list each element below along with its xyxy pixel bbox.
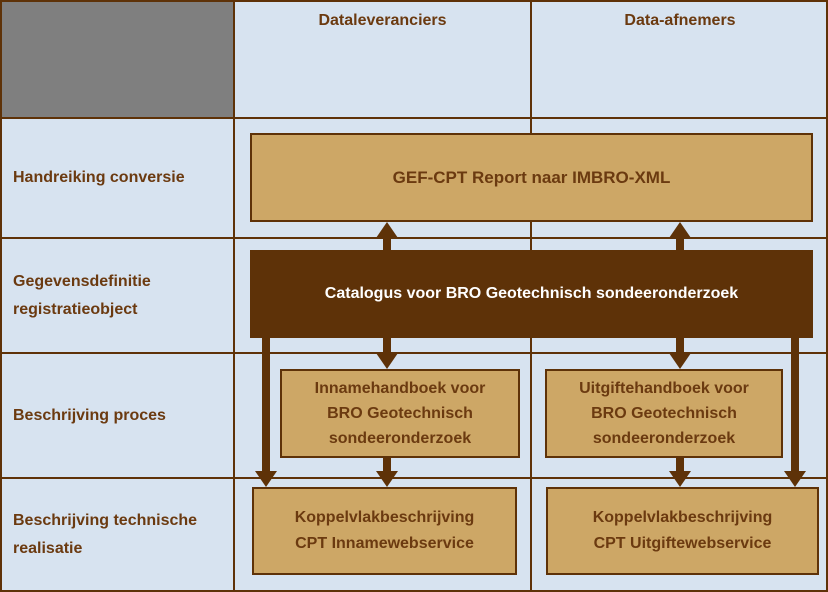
box-label-line: CPT Uitgiftewebservice xyxy=(593,535,772,552)
arrow-catalogus-to-koppelvlak-inname-bypass xyxy=(255,338,277,487)
column-header-dataleveranciers: Dataleveranciers xyxy=(318,12,447,29)
box-catalogus-bro-geotechnisch-sondeeronderzoek: Catalogus voor BRO Geotechnisch sondeero… xyxy=(250,250,813,338)
arrowhead-up-icon xyxy=(669,222,691,238)
box-gef-cpt-report-naar-imbro-xml: GEF-CPT Report naar IMBRO-XML xyxy=(250,133,813,222)
column-header-data-afnemers: Data-afnemers xyxy=(624,12,736,29)
arrow-catalogus-to-koppelvlak-uitgifte-bypass xyxy=(784,338,806,487)
grid-horizontal-divider-2 xyxy=(0,237,828,239)
arrowhead-down-icon xyxy=(376,353,398,369)
arrowhead-down-icon xyxy=(376,471,398,487)
row-header-line: Gegevensdefinitie xyxy=(13,272,151,290)
box-uitgiftehandboek: Uitgiftehandboek voor BRO Geotechnisch s… xyxy=(545,369,783,458)
box-koppelvlakbeschrijving-cpt-uitgiftewebservice: Koppelvlakbeschrijving CPT Uitgiftewebse… xyxy=(546,487,819,575)
arrow-catalogus-to-gef-right xyxy=(669,222,691,250)
arrow-catalogus-to-uitgiftehandboek xyxy=(669,338,691,369)
box-label-line: Innamehandboek voor xyxy=(314,380,486,397)
arrowhead-down-icon xyxy=(784,471,806,487)
arrowhead-down-icon xyxy=(255,471,277,487)
arrow-catalogus-to-innamehandboek xyxy=(376,338,398,369)
row-header-gegevensdefinitie-registratieobject: Gegevensdefinitie registratieobject xyxy=(13,238,225,353)
row-header-handreiking-conversie: Handreiking conversie xyxy=(13,118,225,238)
row-header-line: Beschrijving proces xyxy=(13,406,166,424)
row-header-line: realisatie xyxy=(13,540,83,557)
row-header-line: Handreiking conversie xyxy=(13,169,185,186)
row-header-line: registratieobject xyxy=(13,300,138,318)
arrow-shaft xyxy=(676,458,684,475)
arrow-innamehandboek-to-koppelvlak-inname xyxy=(376,458,398,487)
box-label-line: Koppelvlakbeschrijving xyxy=(294,509,475,526)
arrow-catalogus-to-gef-left xyxy=(376,222,398,250)
box-innamehandboek: Innamehandboek voor BRO Geotechnisch son… xyxy=(280,369,520,458)
box-label-line: CPT Innamewebservice xyxy=(295,535,474,552)
arrow-shaft xyxy=(262,338,270,475)
grid-vertical-divider-1 xyxy=(233,0,235,592)
grid-horizontal-divider-1 xyxy=(0,117,828,119)
row-header-beschrijving-technische-realisatie: Beschrijving technische realisatie xyxy=(13,478,225,592)
box-label: GEF-CPT Report naar IMBRO-XML xyxy=(392,167,671,187)
arrow-shaft xyxy=(383,458,391,475)
box-label-line: Uitgiftehandboek voor xyxy=(579,380,749,397)
box-label-line: Koppelvlakbeschrijving xyxy=(592,509,773,526)
arrow-shaft xyxy=(383,338,391,357)
row-header-line: Beschrijving technische xyxy=(13,512,198,529)
box-label-line: BRO Geotechnisch xyxy=(591,405,737,422)
box-label-line: sondeeronderzoek xyxy=(592,430,736,447)
grid-horizontal-divider-3 xyxy=(0,352,828,354)
grid-horizontal-divider-4 xyxy=(0,477,828,479)
arrow-uitgiftehandboek-to-koppelvlak-uitgifte xyxy=(669,458,691,487)
arrow-shaft xyxy=(383,234,391,250)
box-label: Catalogus voor BRO Geotechnisch sondeero… xyxy=(324,285,739,302)
arrow-shaft xyxy=(676,338,684,357)
row-header-beschrijving-proces: Beschrijving proces xyxy=(13,353,225,478)
box-label-line: BRO Geotechnisch xyxy=(327,405,473,422)
arrowhead-down-icon xyxy=(669,471,691,487)
arrow-shaft xyxy=(791,338,799,475)
arrowhead-down-icon xyxy=(669,353,691,369)
corner-cell xyxy=(0,0,234,118)
arrowhead-up-icon xyxy=(376,222,398,238)
arrow-shaft xyxy=(676,234,684,250)
box-label-line: sondeeronderzoek xyxy=(328,430,472,447)
box-koppelvlakbeschrijving-cpt-innamewebservice: Koppelvlakbeschrijving CPT Innamewebserv… xyxy=(252,487,517,575)
